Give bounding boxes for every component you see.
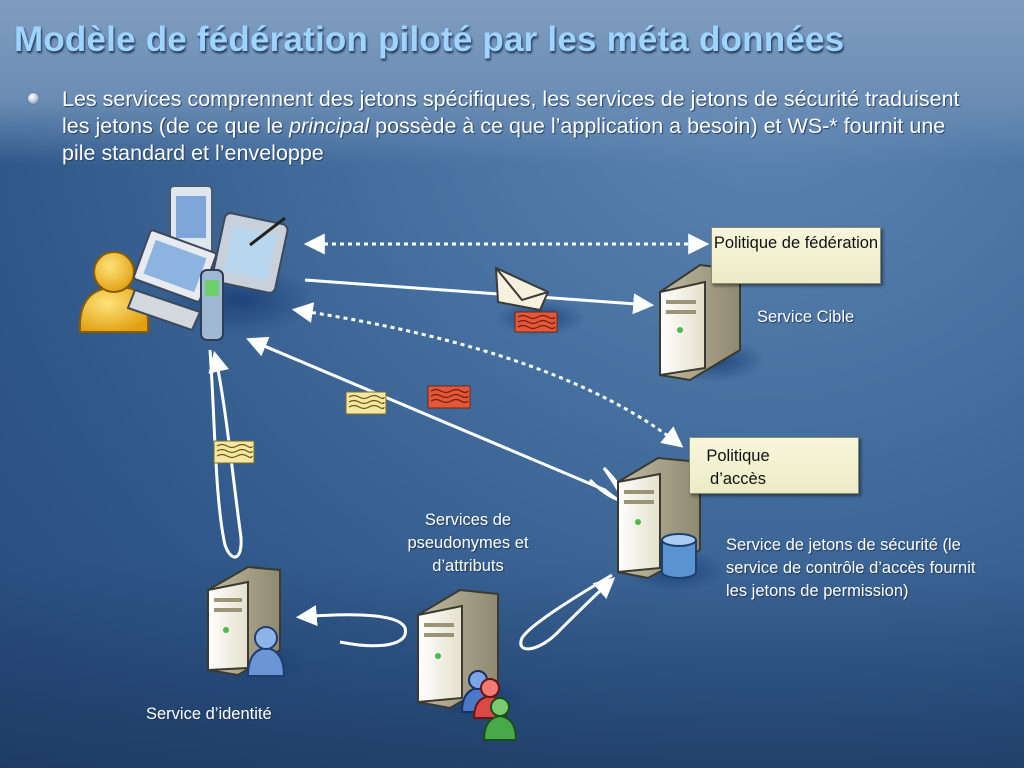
- identity-person-icon: [246, 626, 286, 677]
- bullet-icon: [28, 93, 39, 104]
- identity-service-label: Service d’identité: [146, 705, 272, 723]
- target-service-label: Service Cible: [757, 308, 855, 326]
- pseudonym-service-label: Services de pseudonymes et d’attributs: [407, 511, 529, 575]
- bullet-text-part2: possède à ce que l’application a besoin)…: [62, 114, 946, 165]
- device-cluster-icon: [126, 185, 289, 341]
- server-icon: [659, 263, 741, 382]
- access-policy-dotted-arrow: [291, 302, 684, 448]
- slide-title: Modèle de fédération piloté par les méta…: [14, 20, 845, 59]
- database-icon: [661, 533, 697, 579]
- bullet-text-part1: Les services comprennent des jetons spéc…: [62, 87, 960, 138]
- background-sky-band: [0, 0, 1024, 165]
- pseudonym-to-sts-loop-arrow: [519, 573, 616, 651]
- token-red-middle: [427, 385, 471, 409]
- sts-service-label: Service de jetons de sécurité (le servic…: [726, 536, 976, 600]
- request-to-target-arrow: [304, 278, 655, 315]
- token-yellow-middle: [345, 391, 387, 415]
- policy-access-box: Politique d’accès: [689, 437, 859, 494]
- bullet-text-emphasis: principal: [289, 114, 370, 138]
- sts-to-client-loop-arrow: [246, 336, 625, 503]
- people-icon: [460, 670, 518, 741]
- policy-federation-box: Politique de fédération: [711, 227, 881, 284]
- bullet-text: Les services comprennent des jetons spéc…: [62, 86, 962, 167]
- token-yellow-left: [213, 440, 255, 464]
- token-red-envelope: [514, 311, 558, 333]
- envelope-icon: [494, 266, 550, 312]
- pseudonym-to-identity-loop-arrow: [295, 605, 407, 648]
